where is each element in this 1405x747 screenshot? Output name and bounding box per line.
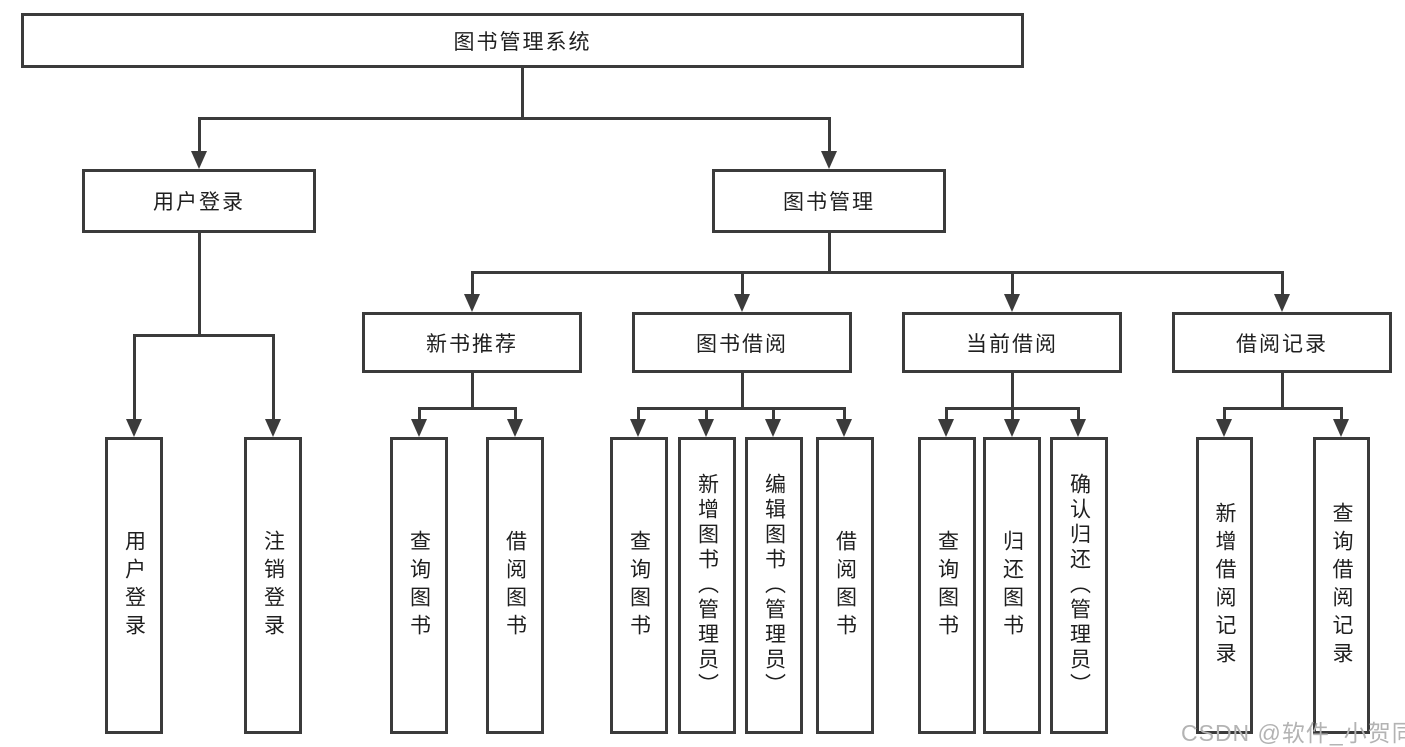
node-new-book-recommend: 新书推荐 [362, 312, 582, 373]
connector-leaf-stem [637, 407, 640, 423]
arrowhead-down-icon [630, 419, 646, 437]
leaf-add-borrow-record-label: 新增借阅记录 [1213, 501, 1236, 670]
leaf-query-books-borrowing: 查询图书 [610, 437, 668, 734]
leaf-query-books-borrowing-label: 查询图书 [627, 529, 651, 642]
connector-leaf-stem [705, 407, 708, 423]
node-user-login: 用户登录 [82, 169, 316, 233]
arrowhead-down-icon [1333, 419, 1349, 437]
leaf-borrow-books-recommend-label: 借阅图书 [503, 529, 527, 642]
node-user-login-label: 用户登录 [153, 191, 245, 214]
connector-to-current-borrowing [1011, 271, 1014, 298]
connector-records-branch [1223, 407, 1342, 410]
leaf-query-books-current-label: 查询图书 [935, 529, 959, 642]
leaf-user-login-label: 用户登录 [122, 529, 146, 642]
connector-leaf-stem [1011, 407, 1014, 423]
leaf-query-books-recommend: 查询图书 [390, 437, 448, 734]
arrowhead-down-icon [938, 419, 954, 437]
connector-leaf-stem [945, 407, 948, 423]
leaf-add-borrow-record: 新增借阅记录 [1196, 437, 1253, 734]
arrowhead-down-icon [734, 294, 750, 312]
arrowhead-down-icon [126, 419, 142, 437]
node-new-book-recommend-label: 新书推荐 [426, 332, 518, 356]
leaf-edit-book-admin-label: 编辑图书（管理员） [762, 473, 786, 698]
arrowhead-down-icon [1004, 419, 1020, 437]
leaf-user-login: 用户登录 [105, 437, 163, 734]
connector-leaf-stem [418, 407, 421, 423]
arrowhead-down-icon [1216, 419, 1232, 437]
node-borrowing-records: 借阅记录 [1172, 312, 1392, 373]
csdn-watermark: CSDN @软件_小贺同学 [1181, 720, 1405, 746]
node-book-management: 图书管理 [712, 169, 946, 233]
node-current-borrowing-label: 当前借阅 [966, 332, 1058, 356]
leaf-edit-book-admin: 编辑图书（管理员） [745, 437, 803, 734]
connector-root-stem [521, 68, 524, 119]
connector-user-stem [198, 233, 201, 337]
leaf-borrow-books-borrowing: 借阅图书 [816, 437, 874, 734]
connector-to-book-management [828, 117, 831, 154]
connector-to-leaf-user-login [133, 334, 136, 423]
leaf-logout-label: 注销登录 [261, 529, 285, 642]
connector-to-book-borrowing [741, 271, 744, 298]
arrowhead-down-icon [464, 294, 480, 312]
leaf-return-books: 归还图书 [983, 437, 1041, 734]
leaf-query-borrow-record: 查询借阅记录 [1313, 437, 1370, 734]
arrowhead-down-icon [1004, 294, 1020, 312]
node-book-borrowing-label: 图书借阅 [696, 332, 788, 356]
connector-recommend-branch [418, 407, 517, 410]
connector-borrowing-branch [637, 407, 845, 410]
connector-book-stem [828, 233, 831, 274]
node-current-borrowing: 当前借阅 [902, 312, 1122, 373]
leaf-borrow-books-borrowing-label: 借阅图书 [833, 529, 857, 642]
connector-current-stem [1011, 373, 1014, 410]
connector-leaf-stem [1077, 407, 1080, 423]
node-borrowing-records-label: 借阅记录 [1236, 332, 1328, 356]
leaf-logout: 注销登录 [244, 437, 302, 734]
leaf-borrow-books-recommend: 借阅图书 [486, 437, 544, 734]
leaf-add-book-admin-label: 新增图书（管理员） [695, 473, 719, 698]
connector-to-leaf-logout [272, 334, 275, 423]
connector-leaf-stem [843, 407, 846, 423]
leaf-confirm-return-admin: 确认归还（管理员） [1050, 437, 1108, 734]
connector-leaf-stem [772, 407, 775, 423]
leaf-query-books-recommend-label: 查询图书 [407, 529, 431, 642]
arrowhead-down-icon [1070, 419, 1086, 437]
leaf-query-books-current: 查询图书 [918, 437, 976, 734]
connector-borrowing-stem [741, 373, 744, 410]
node-book-management-label: 图书管理 [783, 191, 875, 214]
arrowhead-down-icon [765, 419, 781, 437]
arrowhead-down-icon [836, 419, 852, 437]
connector-root-branch [198, 117, 831, 120]
connector-to-user-login [198, 117, 201, 154]
arrowhead-down-icon [507, 419, 523, 437]
node-book-borrowing: 图书借阅 [632, 312, 852, 373]
connector-user-branch [133, 334, 275, 337]
connector-book-branch [471, 271, 1284, 274]
leaf-confirm-return-admin-label: 确认归还（管理员） [1067, 473, 1091, 698]
connector-to-new-book-recommend [471, 271, 474, 298]
connector-recommend-stem [471, 373, 474, 410]
connector-to-borrowing-records [1281, 271, 1284, 298]
connector-leaf-stem [1223, 407, 1226, 423]
arrowhead-down-icon [698, 419, 714, 437]
connector-leaf-stem [1340, 407, 1343, 423]
connector-records-stem [1281, 373, 1284, 410]
arrowhead-down-icon [265, 419, 281, 437]
arrowhead-down-icon [1274, 294, 1290, 312]
leaf-return-books-label: 归还图书 [1000, 529, 1024, 642]
node-root: 图书管理系统 [21, 13, 1024, 68]
arrowhead-down-icon [821, 151, 837, 169]
arrowhead-down-icon [191, 151, 207, 169]
leaf-add-book-admin: 新增图书（管理员） [678, 437, 736, 734]
arrowhead-down-icon [411, 419, 427, 437]
node-root-label: 图书管理系统 [453, 30, 592, 54]
connector-leaf-stem [514, 407, 517, 423]
leaf-query-borrow-record-label: 查询借阅记录 [1330, 501, 1353, 670]
